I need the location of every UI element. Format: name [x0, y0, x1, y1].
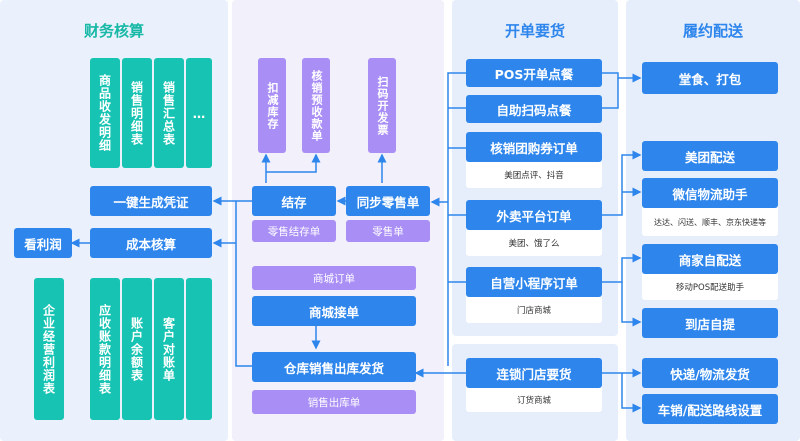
settle-button[interactable]: 结存: [252, 186, 336, 216]
express-button[interactable]: 快递/物流发货: [642, 358, 778, 388]
profit-view-button[interactable]: 看利润: [14, 228, 72, 258]
takeout-to-meituan-line: [602, 150, 642, 216]
fulfill-title: 履约配送: [682, 22, 743, 40]
finance-title: 财务核算: [83, 22, 144, 40]
report-balance[interactable]: 账户余额表: [122, 278, 152, 420]
warehouse-to-finance-line: [235, 201, 252, 367]
wechat-note: 达达、闪送、顺丰、京东快递等: [654, 217, 766, 227]
self-delivery-button[interactable]: 商家自配送: [642, 244, 778, 274]
pos-to-dinein-line: [602, 72, 642, 83]
retail-doc-box[interactable]: 零售单: [346, 220, 430, 242]
pos-order-button[interactable]: POS开单点餐: [466, 59, 602, 87]
chain-order-button[interactable]: 连锁门店要货: [466, 358, 602, 388]
mall-order-box[interactable]: 商城订单: [252, 266, 416, 290]
invoice-box[interactable]: 扫码开发票: [368, 58, 396, 153]
settle-to-prepay-line: [266, 153, 321, 173]
warehouse-button[interactable]: 仓库销售出库发货: [252, 352, 416, 382]
pickup-button[interactable]: 到店自提: [642, 308, 778, 338]
groupbuy-button[interactable]: 核销团购券订单: [466, 132, 602, 162]
chain-to-vehicle-line: [621, 373, 642, 413]
miniprogram-note: 门店商城: [516, 306, 551, 316]
orders-title: 开单要货: [504, 22, 565, 40]
report-more[interactable]: …: [186, 58, 212, 168]
miniprogram-button[interactable]: 自营小程序订单: [466, 267, 602, 297]
vehicle-route-button[interactable]: 车销/配送路线设置: [642, 394, 778, 424]
takeout-note: 美团、饿了么: [508, 239, 560, 249]
report-goods-flow[interactable]: 商品收发明细: [90, 58, 120, 168]
meituan-delivery-button[interactable]: 美团配送: [642, 141, 778, 171]
sync-retail-button[interactable]: 同步零售单: [346, 186, 430, 216]
self-delivery-note: 移动POS配送助手: [675, 283, 745, 293]
mall-accept-button[interactable]: 商城接单: [252, 296, 416, 326]
outbound-doc-box[interactable]: 销售出库单: [252, 390, 416, 414]
report-receivable[interactable]: 应收账款明细表: [90, 278, 120, 420]
chain-note: 订货商城: [516, 396, 551, 406]
dinein-button[interactable]: 堂食、打包: [642, 62, 778, 94]
deduct-stock-box[interactable]: 扣减库存: [258, 58, 286, 153]
settle-doc-box[interactable]: 零售结存单: [252, 220, 336, 242]
scan-to-dinein-line: [602, 78, 619, 109]
mini-to-self-line: [602, 253, 642, 283]
report-sales-summary[interactable]: 销售汇总表: [154, 58, 184, 168]
cost-button[interactable]: 成本核算: [90, 228, 212, 258]
groupbuy-note: 美团点评、抖音: [504, 171, 564, 181]
wechat-logistics-button[interactable]: 微信物流助手: [642, 178, 778, 208]
takeout-button[interactable]: 外卖平台订单: [466, 200, 602, 230]
to-pickup-line: [621, 282, 642, 327]
voucher-button[interactable]: 一键生成凭证: [90, 186, 212, 216]
self-scan-button[interactable]: 自助扫码点餐: [466, 95, 602, 123]
report-sales-detail[interactable]: 销售明细表: [122, 58, 152, 168]
orders-to-sync-line: [432, 72, 466, 366]
report-blank: [186, 278, 212, 420]
prepay-writeoff-box[interactable]: 核销预收款单: [302, 58, 330, 153]
report-statement[interactable]: 客户对账单: [154, 278, 184, 420]
report-profit[interactable]: 企业经营利润表: [34, 278, 64, 420]
